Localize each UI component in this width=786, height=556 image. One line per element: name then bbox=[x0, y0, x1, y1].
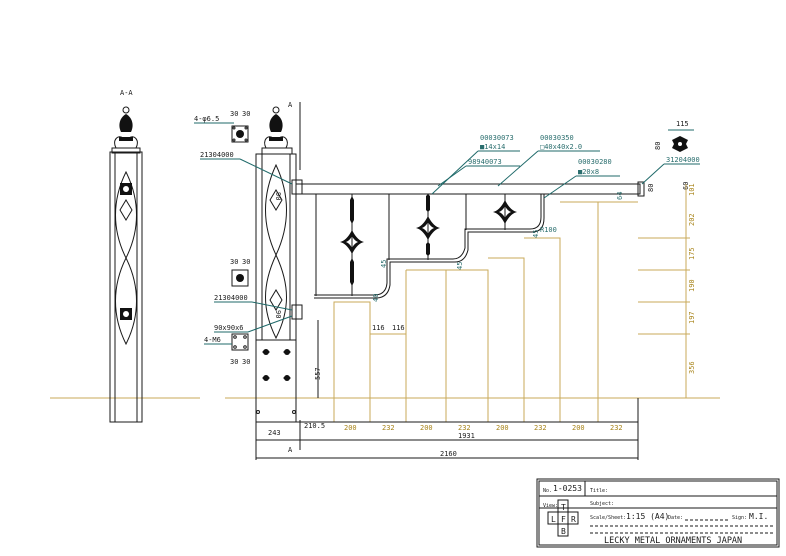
view-label: View: bbox=[543, 503, 558, 509]
tread-dim-8: 232 bbox=[610, 424, 623, 432]
step-dim-4: 45 bbox=[532, 230, 540, 238]
view-f: F bbox=[561, 515, 566, 524]
drawing-number: 1-0253 bbox=[553, 484, 582, 493]
title-block: No. 1-0253 Title: Subject: View: T L F R… bbox=[536, 478, 780, 548]
end-part-code: 31204000 bbox=[666, 156, 700, 164]
end-part-width: 115 bbox=[676, 120, 689, 128]
hole-detail-top: 30 30 4-φ6.5 bbox=[194, 110, 250, 143]
stepped-bottom-rail bbox=[314, 194, 545, 299]
part-spec-4: ■20x8 bbox=[578, 168, 599, 176]
base-height-dim: 557 bbox=[314, 367, 322, 380]
base-ornaments bbox=[262, 349, 291, 381]
hole-spacing-b: 30 bbox=[242, 110, 250, 118]
anchor-callout: 4-M6 bbox=[204, 336, 221, 344]
scale-value: 1:15 (A4) bbox=[626, 512, 669, 521]
finial-ornament bbox=[111, 106, 141, 154]
first-gap-dim: 210.5 bbox=[304, 422, 325, 430]
step-dim-2: 45 bbox=[456, 262, 464, 270]
subject-label: Subject: bbox=[590, 501, 614, 507]
hole-spacing-a: 30 bbox=[230, 110, 238, 118]
part-spec-1: ■14x14 bbox=[480, 143, 505, 151]
mid-spacing-a: 30 bbox=[230, 258, 238, 266]
sign-value: M.I. bbox=[749, 512, 768, 521]
ornament-1 bbox=[340, 230, 364, 254]
overall-dim: 2160 bbox=[440, 450, 457, 458]
section-view-label: A-A bbox=[120, 89, 133, 97]
inner-dim-2: 116 bbox=[392, 324, 405, 332]
part-code-2: 00030350 bbox=[540, 134, 574, 142]
end-part-height: 80 bbox=[654, 142, 662, 150]
bend-radius: R100 bbox=[540, 226, 557, 234]
scale-label: Scale/Sheet: bbox=[590, 515, 626, 521]
part-bottom-cap-label: 21304000 bbox=[214, 294, 248, 302]
step-dim-5: 64 bbox=[616, 192, 624, 200]
tread-dim-5: 200 bbox=[496, 424, 509, 432]
tread-dim-3: 200 bbox=[420, 424, 433, 432]
section-view-post: A-A bbox=[109, 89, 143, 423]
rise-dim-6: 356 bbox=[688, 361, 696, 374]
rise-dim-2: 202 bbox=[688, 213, 696, 226]
end-part-dim-d: 80 bbox=[647, 184, 655, 192]
post-top-cap bbox=[261, 147, 293, 155]
view-t: T bbox=[561, 503, 566, 512]
cap-dim-top: 90 bbox=[274, 192, 282, 200]
rise-dim-1: 101 bbox=[688, 183, 696, 196]
span-dim: 1931 bbox=[458, 432, 475, 440]
company-name: LECKY METAL ORNAMENTS JAPAN bbox=[604, 536, 742, 546]
inner-dim-1: 116 bbox=[372, 324, 385, 332]
hole-callout: 4-φ6.5 bbox=[194, 115, 219, 123]
part-code-3: 98940073 bbox=[468, 158, 502, 166]
base-plate-detail: 4-M6 30 30 bbox=[204, 333, 250, 366]
part-top-cap-label: 21304000 bbox=[200, 151, 234, 159]
date-label: Date: bbox=[668, 515, 683, 521]
post-finial bbox=[264, 106, 288, 149]
tread-dim-4: 232 bbox=[458, 424, 471, 432]
rise-dim-3: 175 bbox=[688, 247, 696, 260]
rise-dim-4: 190 bbox=[688, 279, 696, 292]
base-plate-label: 90x90x6 bbox=[214, 324, 244, 332]
part-code-1: 00030073 bbox=[480, 134, 514, 142]
ornament-2 bbox=[416, 216, 440, 240]
mid-spacing-b: 30 bbox=[242, 258, 250, 266]
tread-dim-7: 200 bbox=[572, 424, 585, 432]
stair-steps bbox=[333, 201, 690, 422]
part-code-4: 00030280 bbox=[578, 158, 612, 166]
part-callouts: 00030073 ■14x14 00030350 □40x40x2.0 9894… bbox=[431, 134, 620, 234]
cap-dim-bottom: 90 bbox=[274, 310, 282, 318]
post-front-view bbox=[255, 106, 303, 423]
step-dim-3: 45 bbox=[380, 260, 388, 268]
end-bracket bbox=[637, 181, 645, 197]
tread-dim-2: 232 bbox=[382, 424, 395, 432]
title-label: Title: bbox=[590, 488, 608, 494]
tread-dim-1: 200 bbox=[344, 424, 357, 432]
part-spec-2: □40x40x2.0 bbox=[540, 143, 582, 151]
hole-detail-mid: 30 30 bbox=[230, 258, 250, 287]
base-spacing-b: 30 bbox=[242, 358, 250, 366]
step-dims: 40 45 45 45 64 116 116 bbox=[372, 192, 624, 332]
post-scroll-pattern bbox=[115, 170, 137, 346]
post-outline bbox=[109, 151, 143, 423]
view-l: L bbox=[551, 515, 556, 524]
railing bbox=[295, 181, 645, 299]
section-mark-top: A bbox=[288, 101, 293, 109]
view-r: R bbox=[571, 515, 576, 524]
sign-label: Sign: bbox=[732, 515, 747, 521]
left-offset-dim: 243 bbox=[268, 429, 281, 437]
base-spacing-a: 30 bbox=[230, 358, 238, 366]
step-dim-1: 40 bbox=[372, 294, 380, 302]
rise-dim-5: 197 bbox=[688, 311, 696, 324]
tread-dim-6: 232 bbox=[534, 424, 547, 432]
bottom-dims: 243 210.5 200 232 200 232 200 232 200 23… bbox=[255, 398, 639, 460]
top-rail bbox=[295, 183, 641, 195]
section-mark-bottom: A bbox=[288, 446, 293, 454]
rise-dims: 101 202 175 190 197 356 bbox=[685, 183, 696, 398]
end-part-detail: 115 80 31204000 80 60 bbox=[641, 120, 700, 192]
ornament-3 bbox=[493, 200, 517, 224]
view-b: B bbox=[561, 527, 566, 536]
no-label: No. bbox=[543, 488, 552, 494]
